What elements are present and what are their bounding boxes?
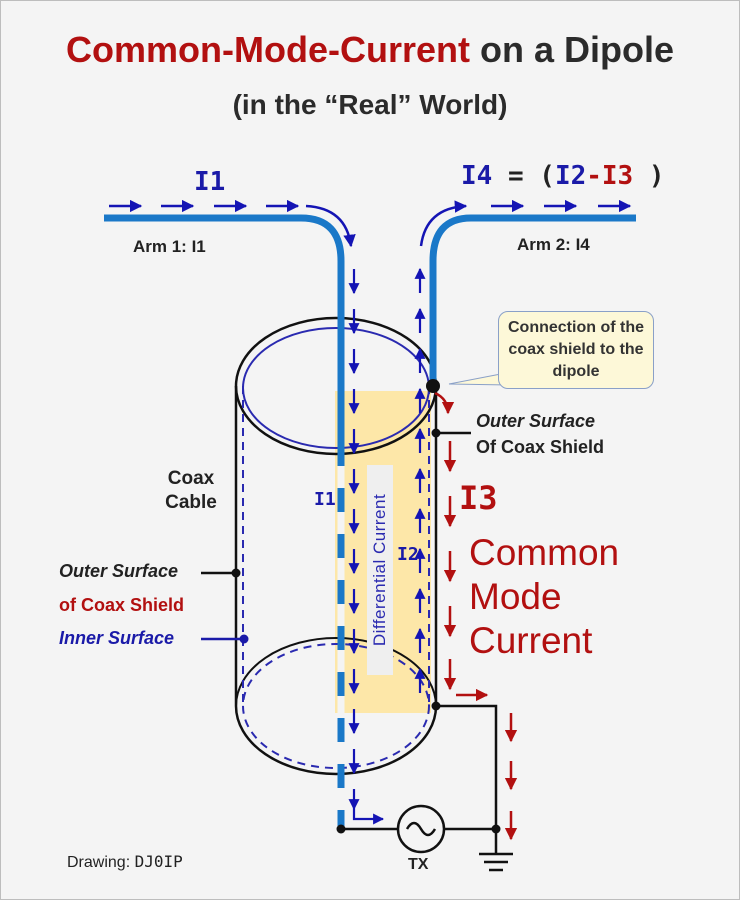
differential-current-label-box: Differential Current — [367, 465, 393, 675]
outer-surface-left-label: Outer Surface — [59, 561, 179, 581]
junction-dots — [336, 379, 501, 834]
drawing-credit: Drawing: DJ0IP — [67, 852, 183, 872]
inner-surface-label: Inner Surface — [59, 628, 175, 648]
differential-current-label: Differential Current — [370, 493, 389, 647]
minus-sign: - — [586, 161, 602, 191]
close-paren: ) — [648, 161, 665, 191]
title-dark-part: on a Dipole — [479, 29, 674, 70]
ac-source-icon — [396, 804, 446, 854]
drawing-credit-prefix: Drawing: — [67, 854, 131, 871]
i1-top-label: I1 — [194, 167, 226, 197]
common-mode-line3: Current — [469, 620, 593, 661]
common-mode-line1: Common — [469, 532, 620, 573]
title-red-part: Common-Mode-Current — [66, 29, 470, 70]
curve-arrow-left — [305, 204, 356, 248]
i3-label: I3 — [459, 479, 498, 517]
i4-formula: I4 = (I2-I3 ) — [461, 161, 665, 191]
i3-down-arrows — [443, 441, 518, 841]
arm2-conductor — [429, 214, 636, 386]
of-coax-shield-right-label: Of Coax Shield — [476, 437, 605, 457]
arm1-conductor — [104, 214, 345, 831]
common-mode-line2: Mode — [469, 576, 562, 617]
i2-inner-label: I2 — [397, 544, 419, 565]
red-curve-arrow — [434, 391, 455, 415]
curve-arrow-right — [419, 200, 468, 247]
equals-sign: = — [507, 161, 524, 191]
tx-label: TX — [408, 856, 429, 873]
i4-symbol: I4 — [461, 161, 493, 191]
common-mode-current-label: Common Mode Current — [469, 531, 619, 663]
arm2-label: Arm 2: I4 — [517, 235, 590, 254]
title: Common-Mode-Current on a Dipole — [1, 29, 739, 71]
coax-cable-label: Coax Cable — [165, 468, 217, 513]
open-paren: ( — [539, 161, 555, 191]
i1-inner-label: I1 — [314, 489, 336, 510]
arm1-label: Arm 1: I1 — [133, 237, 206, 256]
i1-to-tx-arrow — [352, 809, 385, 825]
subtitle: (in the “Real” World) — [232, 89, 508, 120]
ground-icon — [479, 829, 513, 872]
drawing-credit-call: DJ0IP — [134, 852, 183, 871]
i3-symbol: I3 — [601, 161, 634, 191]
outer-surface-right-label: Outer Surface — [476, 411, 596, 431]
callout-connection: Connection of the coax shield to the dip… — [498, 311, 654, 389]
i2-symbol: I2 — [554, 161, 587, 191]
of-coax-shield-left-label: of Coax Shield — [59, 595, 185, 615]
shield-ground-wire — [436, 704, 498, 829]
